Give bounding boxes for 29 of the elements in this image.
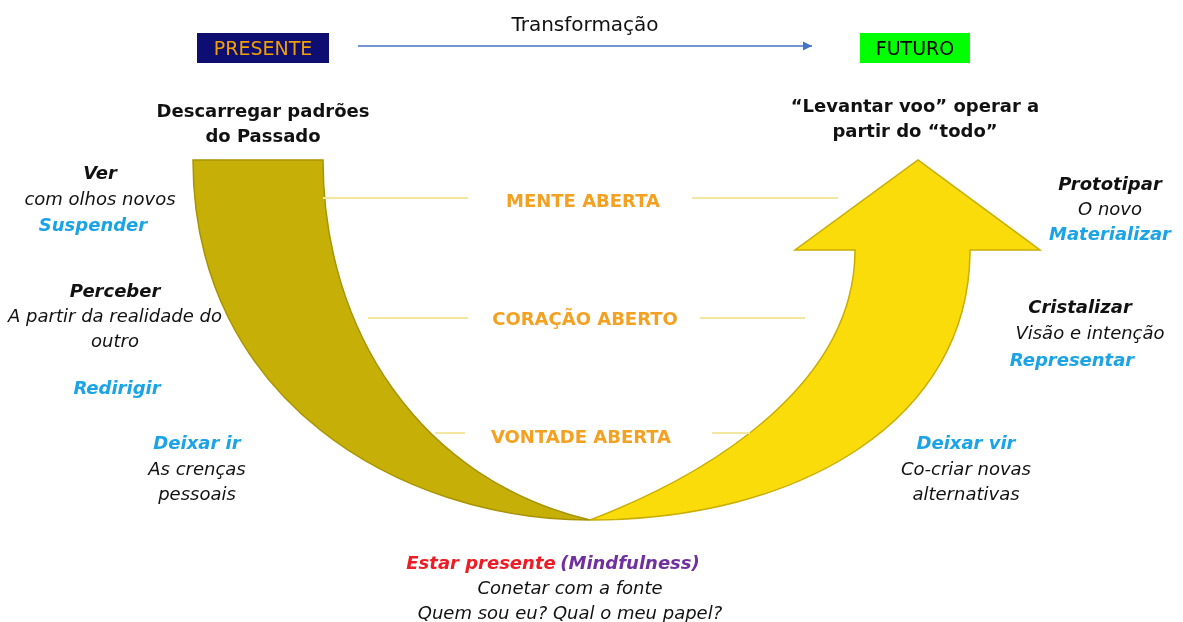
description: Quem sou eu? Qual o meu papel? [416, 601, 724, 622]
level-title: MENTE ABERTA [505, 189, 661, 213]
arrow [357, 41, 813, 51]
level-title: CORAÇÃO ABERTO [491, 307, 679, 331]
action-word: Deixar ir [152, 431, 243, 455]
description: O novo [1077, 197, 1143, 221]
stage-name: Prototipar [1057, 172, 1164, 196]
action-word: Materializar [1048, 222, 1173, 246]
description: Co-criar novas alternativas [900, 457, 1032, 506]
stage-name: Ver [82, 161, 119, 185]
description: Conetar com a fonte [476, 576, 664, 600]
stage-name: Estar presente [406, 551, 556, 575]
action-word: Suspender [37, 213, 149, 237]
stage-name: Cristalizar [1027, 295, 1134, 319]
level-title: VONTADE ABERTA [489, 425, 673, 449]
action-word: Representar [1008, 348, 1136, 372]
heading: “Levantar voo” operar a partir do “todo” [789, 94, 1041, 143]
stage-name: Perceber [68, 279, 163, 303]
stage-name: (Mindfulness) [560, 551, 700, 575]
action-word: Deixar vir [915, 431, 1018, 455]
description: A partir da realidade do outro [6, 304, 223, 353]
edge-label: Transformação [510, 12, 660, 37]
heading: Descarregar padrões do Passado [155, 99, 371, 148]
description: As crenças pessoais [146, 457, 247, 506]
description: com olhos novos [23, 187, 177, 211]
description: Visão e intenção [1014, 321, 1166, 345]
label-box: PRESENTE [197, 33, 329, 63]
action-word: Redirigir [72, 376, 163, 400]
label-box: FUTURO [860, 33, 970, 63]
